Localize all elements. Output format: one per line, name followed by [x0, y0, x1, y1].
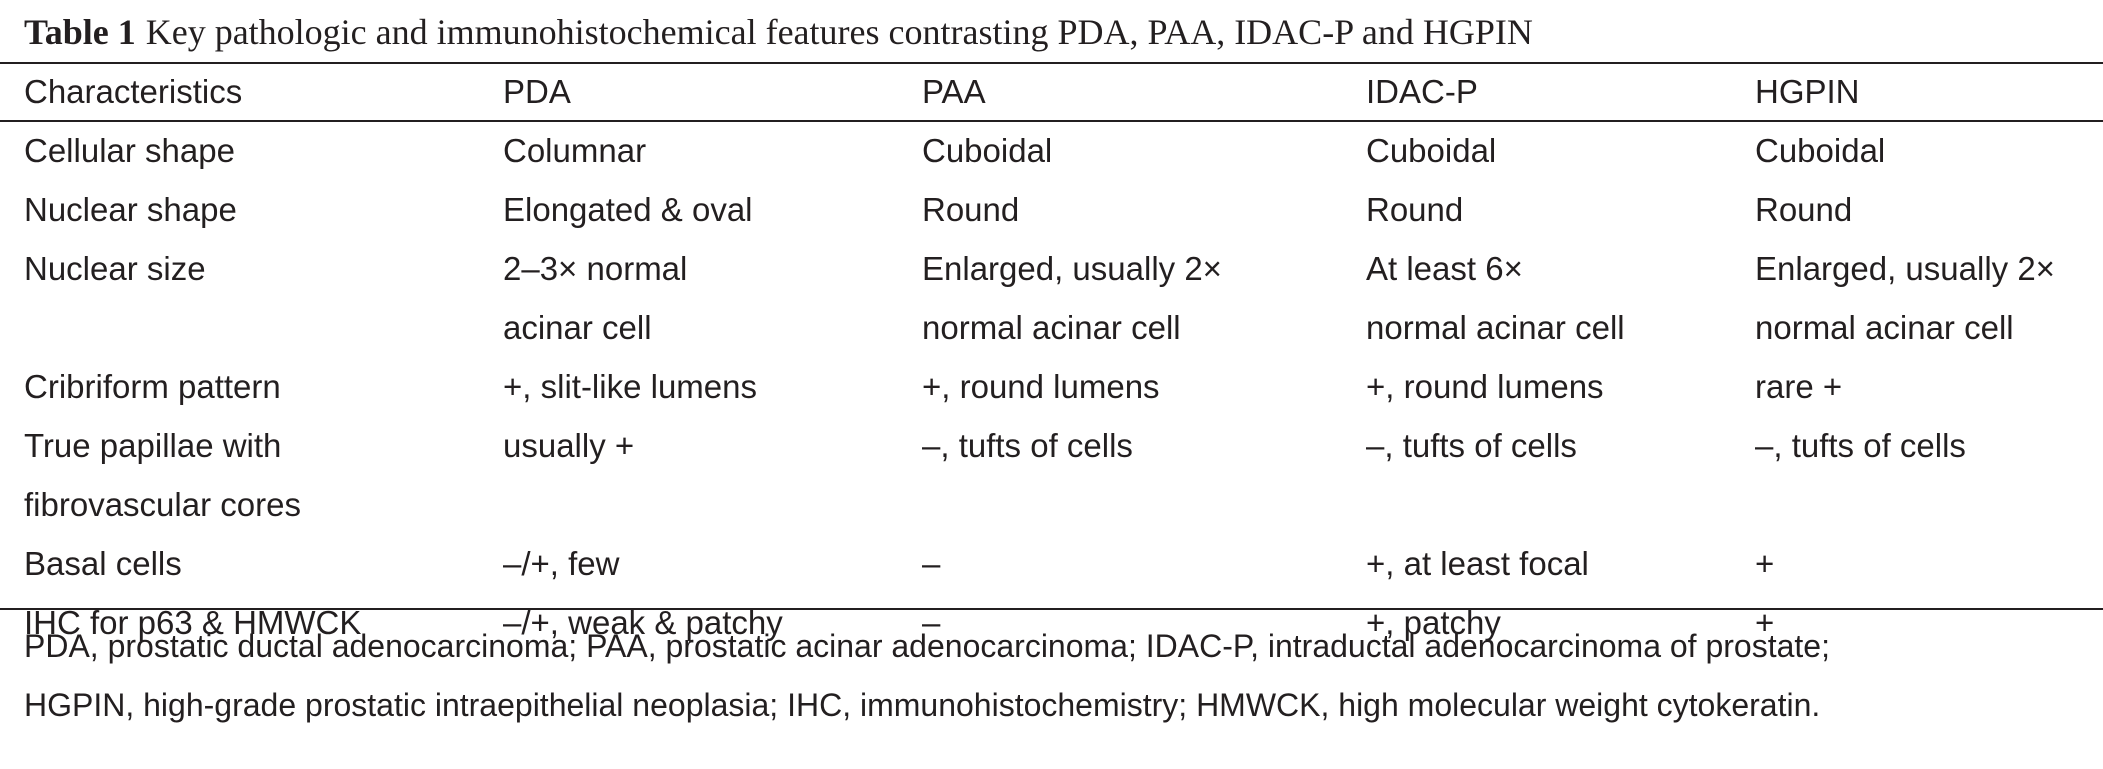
column-header-hgpin: HGPIN [1755, 73, 1860, 110]
idacp-cell: Round [1366, 191, 1464, 228]
idacp-cell: At least 6× [1366, 250, 1523, 287]
hgpin-cell: Cuboidal [1755, 132, 1886, 169]
idacp-cell: normal acinar cell [1366, 309, 1625, 346]
header-rule [0, 120, 2103, 122]
table-title: Key pathologic and immunohistochemical f… [145, 12, 1533, 52]
paa-cell: Round [922, 191, 1020, 228]
idacp-cell: –, tufts of cells [1366, 427, 1577, 464]
hgpin-cell: + [1755, 545, 1775, 582]
column-header-paa: PAA [922, 73, 986, 110]
characteristic-cell: Nuclear shape [24, 191, 237, 228]
paa-cell: +, round lumens [922, 368, 1160, 405]
characteristic-cell: Nuclear size [24, 250, 206, 287]
header-row: Characteristics PDA PAA IDAC-P HGPIN [0, 62, 2103, 120]
characteristic-cell: True papillae with [24, 427, 282, 464]
footnote-line: PDA, prostatic ductal adenocarcinoma; PA… [24, 628, 1830, 664]
paa-cell: –, tufts of cells [922, 427, 1133, 464]
column-header-idacp: IDAC-P [1366, 73, 1478, 110]
idacp-cell: +, at least focal [1366, 545, 1589, 582]
paa-cell: Enlarged, usually 2× [922, 250, 1222, 287]
idacp-cell: +, round lumens [1366, 368, 1604, 405]
bottom-rule [0, 608, 2103, 610]
pda-cell: +, slit-like lumens [503, 368, 757, 405]
idacp-cell: Cuboidal [1366, 132, 1497, 169]
idacp-cell: +, patchy [1366, 604, 1501, 641]
characteristic-cell: IHC for p63 & HMWCK [24, 604, 362, 641]
table-footnote: PDA, prostatic ductal adenocarcinoma; PA… [24, 617, 2084, 735]
paa-cell: – [922, 545, 941, 582]
characteristic-cell: Cribriform pattern [24, 368, 281, 405]
column-header-pda: PDA [503, 73, 571, 110]
table-label: Table 1 [24, 12, 136, 52]
pda-cell: Columnar [503, 132, 647, 169]
hgpin-cell: normal acinar cell [1755, 309, 2014, 346]
footnote-line: HGPIN, high-grade prostatic intraepithel… [24, 687, 1821, 723]
paa-cell: Cuboidal [922, 132, 1053, 169]
pda-cell: Elongated & oval [503, 191, 753, 228]
pda-cell: 2–3× normal [503, 250, 688, 287]
hgpin-cell: Enlarged, usually 2× [1755, 250, 2055, 287]
paa-cell: – [922, 604, 941, 641]
pda-cell: –/+, weak & patchy [503, 604, 783, 641]
characteristic-cell: Cellular shape [24, 132, 235, 169]
hgpin-cell: + [1755, 604, 1775, 641]
pda-cell: –/+, few [503, 545, 620, 582]
paa-cell: normal acinar cell [922, 309, 1181, 346]
pda-cell: usually + [503, 427, 635, 464]
top-rule [0, 62, 2103, 64]
hgpin-cell: rare + [1755, 368, 1843, 405]
characteristic-cell: fibrovascular cores [24, 486, 301, 523]
hgpin-cell: –, tufts of cells [1755, 427, 1966, 464]
column-header-characteristics: Characteristics [24, 73, 243, 110]
hgpin-cell: Round [1755, 191, 1853, 228]
characteristic-cell: Basal cells [24, 545, 182, 582]
pda-cell: acinar cell [503, 309, 652, 346]
